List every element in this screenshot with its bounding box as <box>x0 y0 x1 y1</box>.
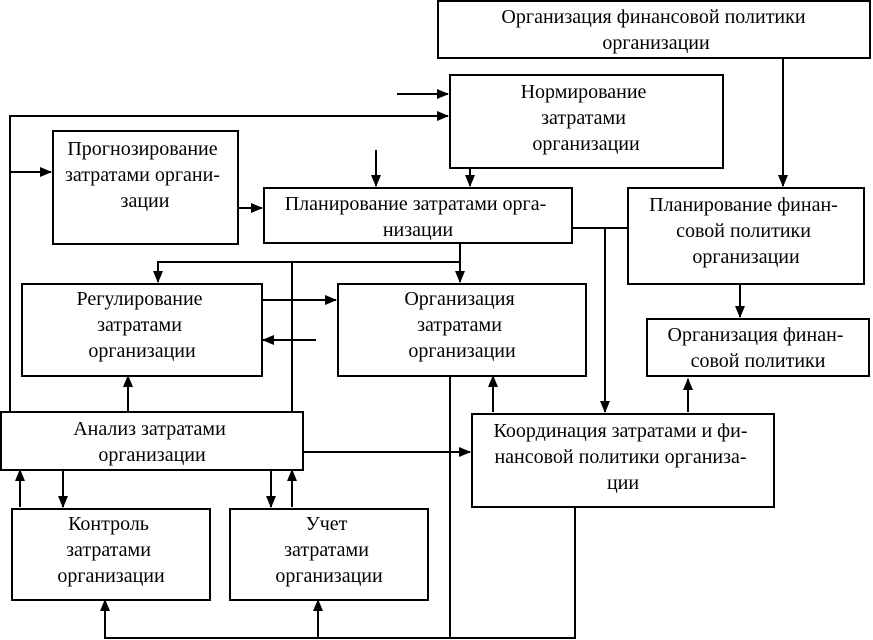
box-organization-costs: Организация затратами организации <box>337 283 587 377</box>
box-line: организации <box>88 340 196 362</box>
box-line: затратами <box>417 314 502 336</box>
box-line: Анализ затратами <box>73 418 226 440</box>
box-line: нансовой политики организа- <box>494 446 746 468</box>
box-line: организации <box>692 246 800 268</box>
box-coordination: Координация затратами и фи- нансовой пол… <box>471 413 775 508</box>
svg-text:Организация финансовой политик: Организация финансовой политики организа… <box>501 6 810 54</box>
arrow-planning-to-regulation <box>153 243 461 283</box>
box-line: зации <box>121 190 170 212</box>
box-line: Нормирование <box>521 81 647 103</box>
arrow-bus-to-norming <box>9 111 449 412</box>
box-planning-fin: Планирование финан- совой политики орган… <box>627 187 865 285</box>
box-control: Контроль затратами организации <box>11 508 211 601</box>
box-regulation: Регулирование затратами организации <box>21 283 263 377</box>
box-line: Учет <box>306 513 348 535</box>
box-line: Прогнозирование <box>67 138 217 160</box>
box-line: Организация <box>404 288 514 310</box>
box-line: Организация финан- <box>668 324 844 346</box>
arrow-bus-to-control <box>100 507 576 639</box>
box-line: организации <box>275 565 383 587</box>
svg-text:Прогнозирование затратам: Прогнозирование затратами органи- зации <box>65 138 225 212</box>
box-line: Планирование затратами орга- <box>285 193 547 215</box>
box-line: Планирование финан- <box>649 194 838 216</box>
svg-text:Координация затратами и фи-: Координация затратами и фи- нансовой пол… <box>494 420 753 494</box>
box-line: совой политики <box>676 220 811 242</box>
svg-text:Планирование финан- сово: Планирование финан- совой политики орган… <box>649 194 843 268</box>
box-line: затратами <box>97 314 182 336</box>
box-accounting: Учет затратами организации <box>229 508 429 601</box>
box-forecasting: Прогнозирование затратами органи- зации <box>52 130 239 245</box>
box-line: ции <box>607 472 639 494</box>
box-line: Регулирование <box>76 288 202 310</box>
svg-text:Организация финан- совой: Организация финан- совой политики <box>668 324 849 372</box>
box-org-fin-policy-top: Организация финансовой политики организа… <box>437 0 871 59</box>
box-line: организации <box>98 444 206 466</box>
box-line: Координация затратами и фи- <box>494 420 748 442</box>
box-line: затратами органи- <box>65 164 220 186</box>
svg-text:Регулирование затратами: Регулирование затратами организации <box>76 288 207 362</box>
svg-text:Организация затратами: Организация затратами организации <box>404 288 519 362</box>
box-line: затратами <box>541 107 626 129</box>
box-line: организации <box>532 133 640 155</box>
svg-text:Анализ затратами организ: Анализ затратами организации <box>73 418 231 466</box>
box-line: затратами <box>66 539 151 561</box>
box-line: Контроль <box>68 513 149 535</box>
connectors <box>9 58 788 639</box>
box-line: организации <box>602 32 710 54</box>
box-line: низации <box>383 219 454 241</box>
box-line: организации <box>408 340 516 362</box>
box-norming: Нормирование затратами организации <box>449 74 724 169</box>
svg-text:Контроль затратами: Контроль затратами организации <box>57 513 165 587</box>
box-org-fin-policy: Организация финан- совой политики <box>646 318 870 377</box>
box-line: затратами <box>284 539 369 561</box>
box-line: Организация финансовой политики <box>501 6 805 28</box>
box-line: организации <box>57 565 165 587</box>
box-line: совой политики <box>691 350 826 372</box>
box-analysis: Анализ затратами организации <box>0 411 304 471</box>
svg-text:Планирование затратами орга-: Планирование затратами орга- низации <box>285 193 552 241</box>
box-planning-costs: Планирование затратами орга- низации <box>263 187 573 244</box>
svg-text:Учет затратами орг: Учет затратами организации <box>275 513 383 587</box>
svg-text:Нормирование затратами: Нормирование затратами организации <box>521 81 652 155</box>
